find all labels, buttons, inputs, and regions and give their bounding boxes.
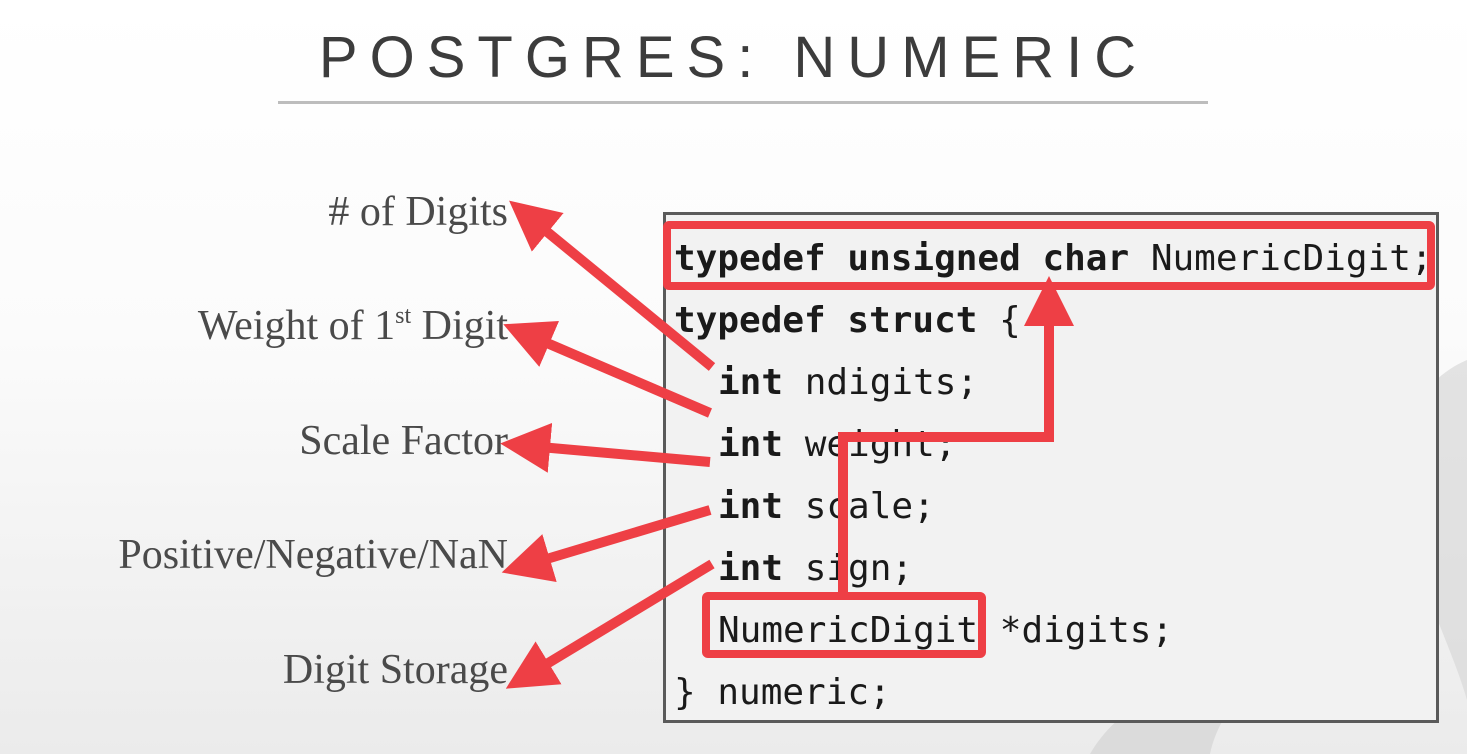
- label-weight-first-digit: Weight of 1st Digit: [198, 302, 508, 350]
- code-line-close: } numeric;: [674, 672, 891, 713]
- code-keyword: int: [718, 424, 784, 465]
- code-text: {: [977, 300, 1021, 341]
- highlight-box-typedef: [663, 221, 1435, 290]
- code-line-weight: int weight;: [674, 423, 956, 467]
- arrow-sign: [501, 505, 712, 583]
- label-digit-storage: Digit Storage: [282, 647, 508, 693]
- arrow-weight: [503, 320, 712, 418]
- code-line-typedef-digit: typedef unsigned char NumericDigit;: [674, 237, 1433, 281]
- code-keyword: int: [718, 362, 784, 403]
- title-divider: [278, 101, 1208, 104]
- arrow-scale-factor: [500, 422, 711, 473]
- code-line-sign: int sign;: [674, 547, 913, 591]
- code-keyword: typedef struct: [674, 300, 978, 341]
- code-text: sign;: [783, 548, 914, 589]
- code-text: NumericDigit;: [1129, 238, 1433, 279]
- code-text: *digits;: [978, 610, 1174, 651]
- label-num-digits: # of Digits: [328, 189, 508, 235]
- code-keyword: typedef unsigned char: [674, 238, 1130, 279]
- code-text: ndigits;: [783, 362, 979, 403]
- code-line-scale: int scale;: [674, 485, 935, 529]
- code-keyword: int: [718, 548, 784, 589]
- code-line-digits: NumericDigit *digits;: [674, 609, 1173, 653]
- code-line-typedef-struct: typedef struct {: [674, 299, 1021, 343]
- code-line-ndigits: int ndigits;: [674, 361, 978, 405]
- code-text: weight;: [783, 424, 957, 465]
- label-weight-prefix: Weight of 1: [197, 303, 396, 349]
- label-weight-suffix: Digit: [411, 303, 508, 349]
- slide-title: POSTGRES: NUMERIC: [318, 25, 1149, 90]
- code-type: NumericDigit: [718, 610, 979, 651]
- arrow-num-digits: [509, 200, 716, 371]
- label-weight-superscript: st: [395, 303, 412, 329]
- label-scale-factor: Scale Factor: [299, 418, 508, 464]
- code-text: scale;: [783, 486, 935, 527]
- label-sign: Positive/Negative/NaN: [118, 532, 508, 578]
- highlight-box-numericdigit: [702, 592, 986, 658]
- arrow-digit-storage: [505, 559, 715, 689]
- connector-line: [838, 276, 1074, 596]
- code-keyword: int: [718, 486, 784, 527]
